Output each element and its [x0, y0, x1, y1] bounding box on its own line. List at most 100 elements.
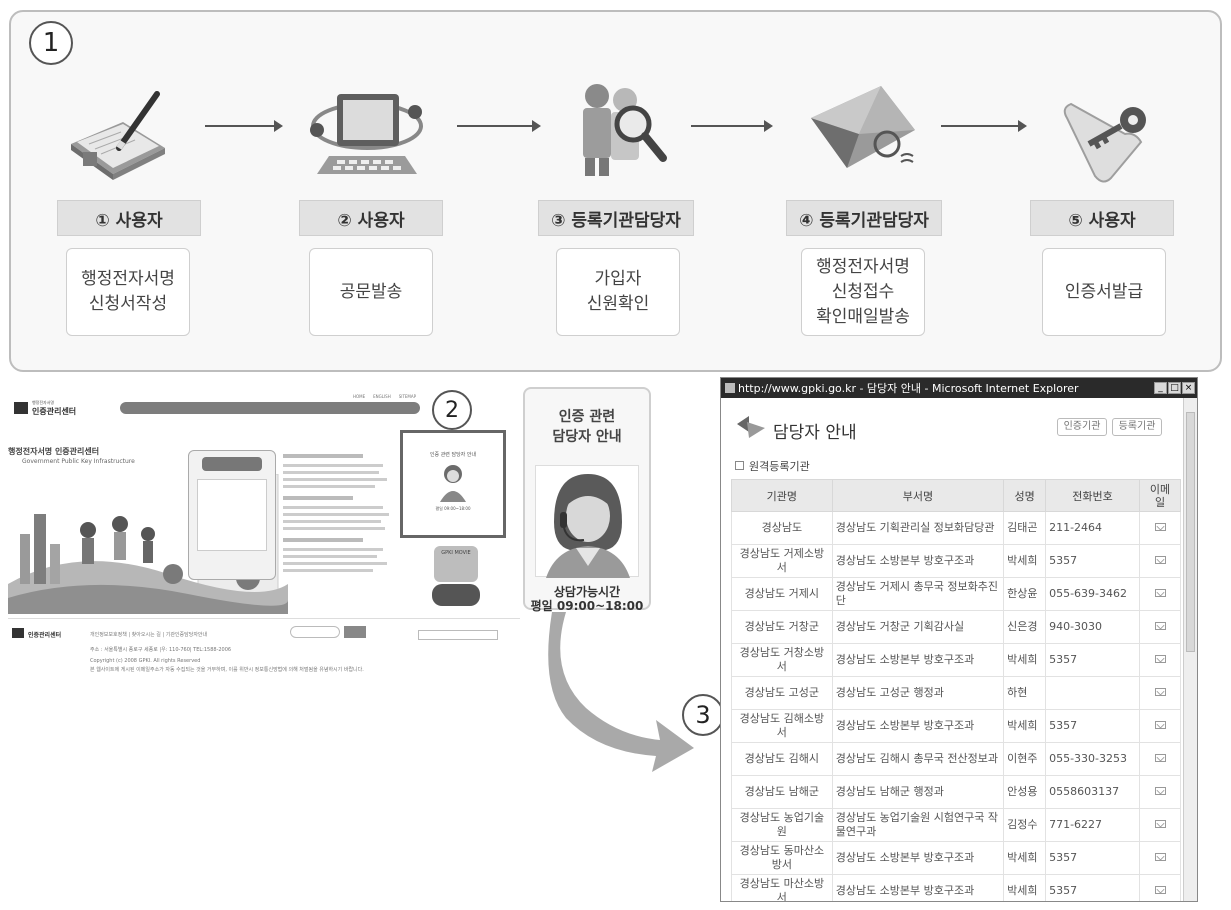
phone-cell: 940-3030 [1045, 610, 1141, 644]
dept-cell: 경상남도 남해군 행정과 [831, 775, 1005, 809]
name-cell: 박세희 [1003, 643, 1047, 677]
org-cell: 경상남도 거제소방서 [731, 544, 833, 578]
email-cell [1139, 742, 1181, 776]
flow-arrow [691, 120, 773, 132]
ie-icon [725, 383, 735, 393]
menu-item[interactable]: 무산인증서 [329, 416, 353, 422]
dept-cell: 경상남도 거창군 기획감사실 [831, 610, 1005, 644]
email-cell [1139, 841, 1181, 875]
menu-item[interactable]: 유산인증서 [266, 416, 290, 422]
org-cell: 경상남도 [731, 511, 833, 545]
email-cell [1139, 643, 1181, 677]
close-button[interactable]: × [1182, 382, 1195, 394]
footer-search-button[interactable] [344, 626, 366, 638]
mail-icon[interactable] [1154, 754, 1166, 762]
mail-icon[interactable] [1154, 589, 1166, 597]
step-description: 행정전자서명 신청접수 확인매일발송 [801, 248, 925, 336]
pen-document-icon [71, 91, 165, 180]
menu-item[interactable]: 인증서활용분야 [392, 416, 426, 422]
footer-search-input[interactable] [290, 626, 340, 638]
name-cell: 하현 [1003, 676, 1047, 710]
email-cell [1139, 676, 1181, 710]
step-description: 인증서발급 [1042, 248, 1166, 336]
mail-icon[interactable] [1154, 820, 1166, 828]
contact-guide-card: 인증 관련 담당자 안내 상담가능시간 평일 09:00~18:00 [523, 387, 651, 613]
envelope-icon [811, 86, 915, 168]
step-description: 가입자 신원확인 [556, 248, 680, 336]
mail-icon[interactable] [1154, 556, 1166, 564]
top-links: HOME ENGLISH SITEMAP [353, 394, 416, 399]
step-marker-2: 2 [432, 390, 472, 430]
dept-cell: 경상남도 소방본부 방호구조과 [831, 841, 1005, 875]
vertical-scrollbar[interactable] [1183, 398, 1197, 901]
logo-title: 인증관리센터 [32, 407, 77, 416]
cert-authority-tab[interactable]: 인증기관 [1057, 418, 1107, 436]
name-cell: 한상윤 [1003, 577, 1047, 611]
hero-title: 행정전자서명 인증관리센터 [8, 447, 100, 456]
org-cell: 경상남도 동마산소방서 [731, 841, 833, 875]
step-description: 행정전자서명 신청서작성 [66, 248, 190, 336]
name-cell: 김태곤 [1003, 511, 1047, 545]
org-cell: 경상남도 농업기술원 [731, 808, 833, 842]
email-cell [1139, 544, 1181, 578]
name-cell: 김정수 [1003, 808, 1047, 842]
footer-notice: 본 웹사이트에 게시된 이메일주소가 자동 수집되는 것을 거부하며, 이를 위… [90, 667, 364, 673]
logo-subtitle: 행정전자서명 [32, 400, 55, 405]
mail-icon[interactable] [1154, 655, 1166, 663]
english-link[interactable]: ENGLISH [373, 394, 391, 399]
section-title: 원격등록기관 [749, 460, 810, 473]
movie-label: GPKI MOVIE [441, 550, 471, 556]
news-column [283, 452, 399, 614]
dept-cell: 경상남도 거제시 총무국 정보화추진단 [831, 577, 1005, 611]
mail-icon[interactable] [1154, 622, 1166, 630]
mail-icon[interactable] [1154, 721, 1166, 729]
step-marker-3: 3 [682, 694, 724, 736]
maximize-button[interactable]: □ [1168, 382, 1181, 394]
step-description: 공문발송 [309, 248, 433, 336]
phone-cell: 055-639-3462 [1045, 577, 1141, 611]
registration-authority-tab[interactable]: 등록기관 [1112, 418, 1162, 436]
dept-cell: 경상남도 기획관리실 정보화담당관 [831, 511, 1005, 545]
phone-cell: 211-2464 [1045, 511, 1141, 545]
email-cell [1139, 808, 1181, 842]
footer-logo: 인증관리센터 [28, 632, 62, 639]
tv-icon [432, 584, 480, 606]
minimize-button[interactable]: _ [1154, 382, 1167, 394]
menu-item[interactable]: 인증절차 [208, 416, 227, 422]
email-cell [1139, 709, 1181, 743]
step-label: ⑤ 사용자 [1030, 200, 1174, 236]
movie-banner[interactable]: GPKI MOVIE [434, 546, 478, 582]
flow-arrow [457, 120, 541, 132]
org-cell: 경상남도 거창군 [731, 610, 833, 644]
home-link[interactable]: HOME [353, 394, 366, 399]
name-cell: 박세희 [1003, 841, 1047, 875]
dept-cell: 경상남도 소방본부 방호구조과 [831, 544, 1005, 578]
col-header: 이메일 [1139, 479, 1181, 512]
mail-icon[interactable] [1154, 787, 1166, 795]
dept-cell: 경상남도 김해시 총무국 전산정보과 [831, 742, 1005, 776]
menu-item[interactable]: 센터소개 [150, 416, 169, 422]
family-site-select[interactable] [418, 630, 498, 640]
dept-cell: 경상남도 고성군 행정과 [831, 676, 1005, 710]
footer-copyright: Copyright (c) 2008 GPKI. All rights Rese… [90, 658, 201, 664]
mail-icon[interactable] [1154, 853, 1166, 861]
mail-icon[interactable] [1154, 886, 1166, 894]
sitemap-link[interactable]: SITEMAP [398, 394, 417, 399]
phone-cell: 771-6227 [1045, 808, 1141, 842]
mail-icon[interactable] [1154, 688, 1166, 696]
browser-titlebar: http://www.gpki.go.kr - 담당자 안내 - Microso… [721, 378, 1197, 398]
phone-cell: 0558603137 [1045, 775, 1141, 809]
side-box-time: 평일 09:00~18:00 [435, 506, 471, 511]
footer-logo-icon [12, 628, 24, 638]
mail-icon[interactable] [1154, 523, 1166, 531]
footer-links[interactable]: 개인정보보호정책 | 찾아오시는 길 | 기관인증담당자안내 [90, 632, 208, 638]
step-label: ④ 등록기관담당자 [786, 200, 942, 236]
